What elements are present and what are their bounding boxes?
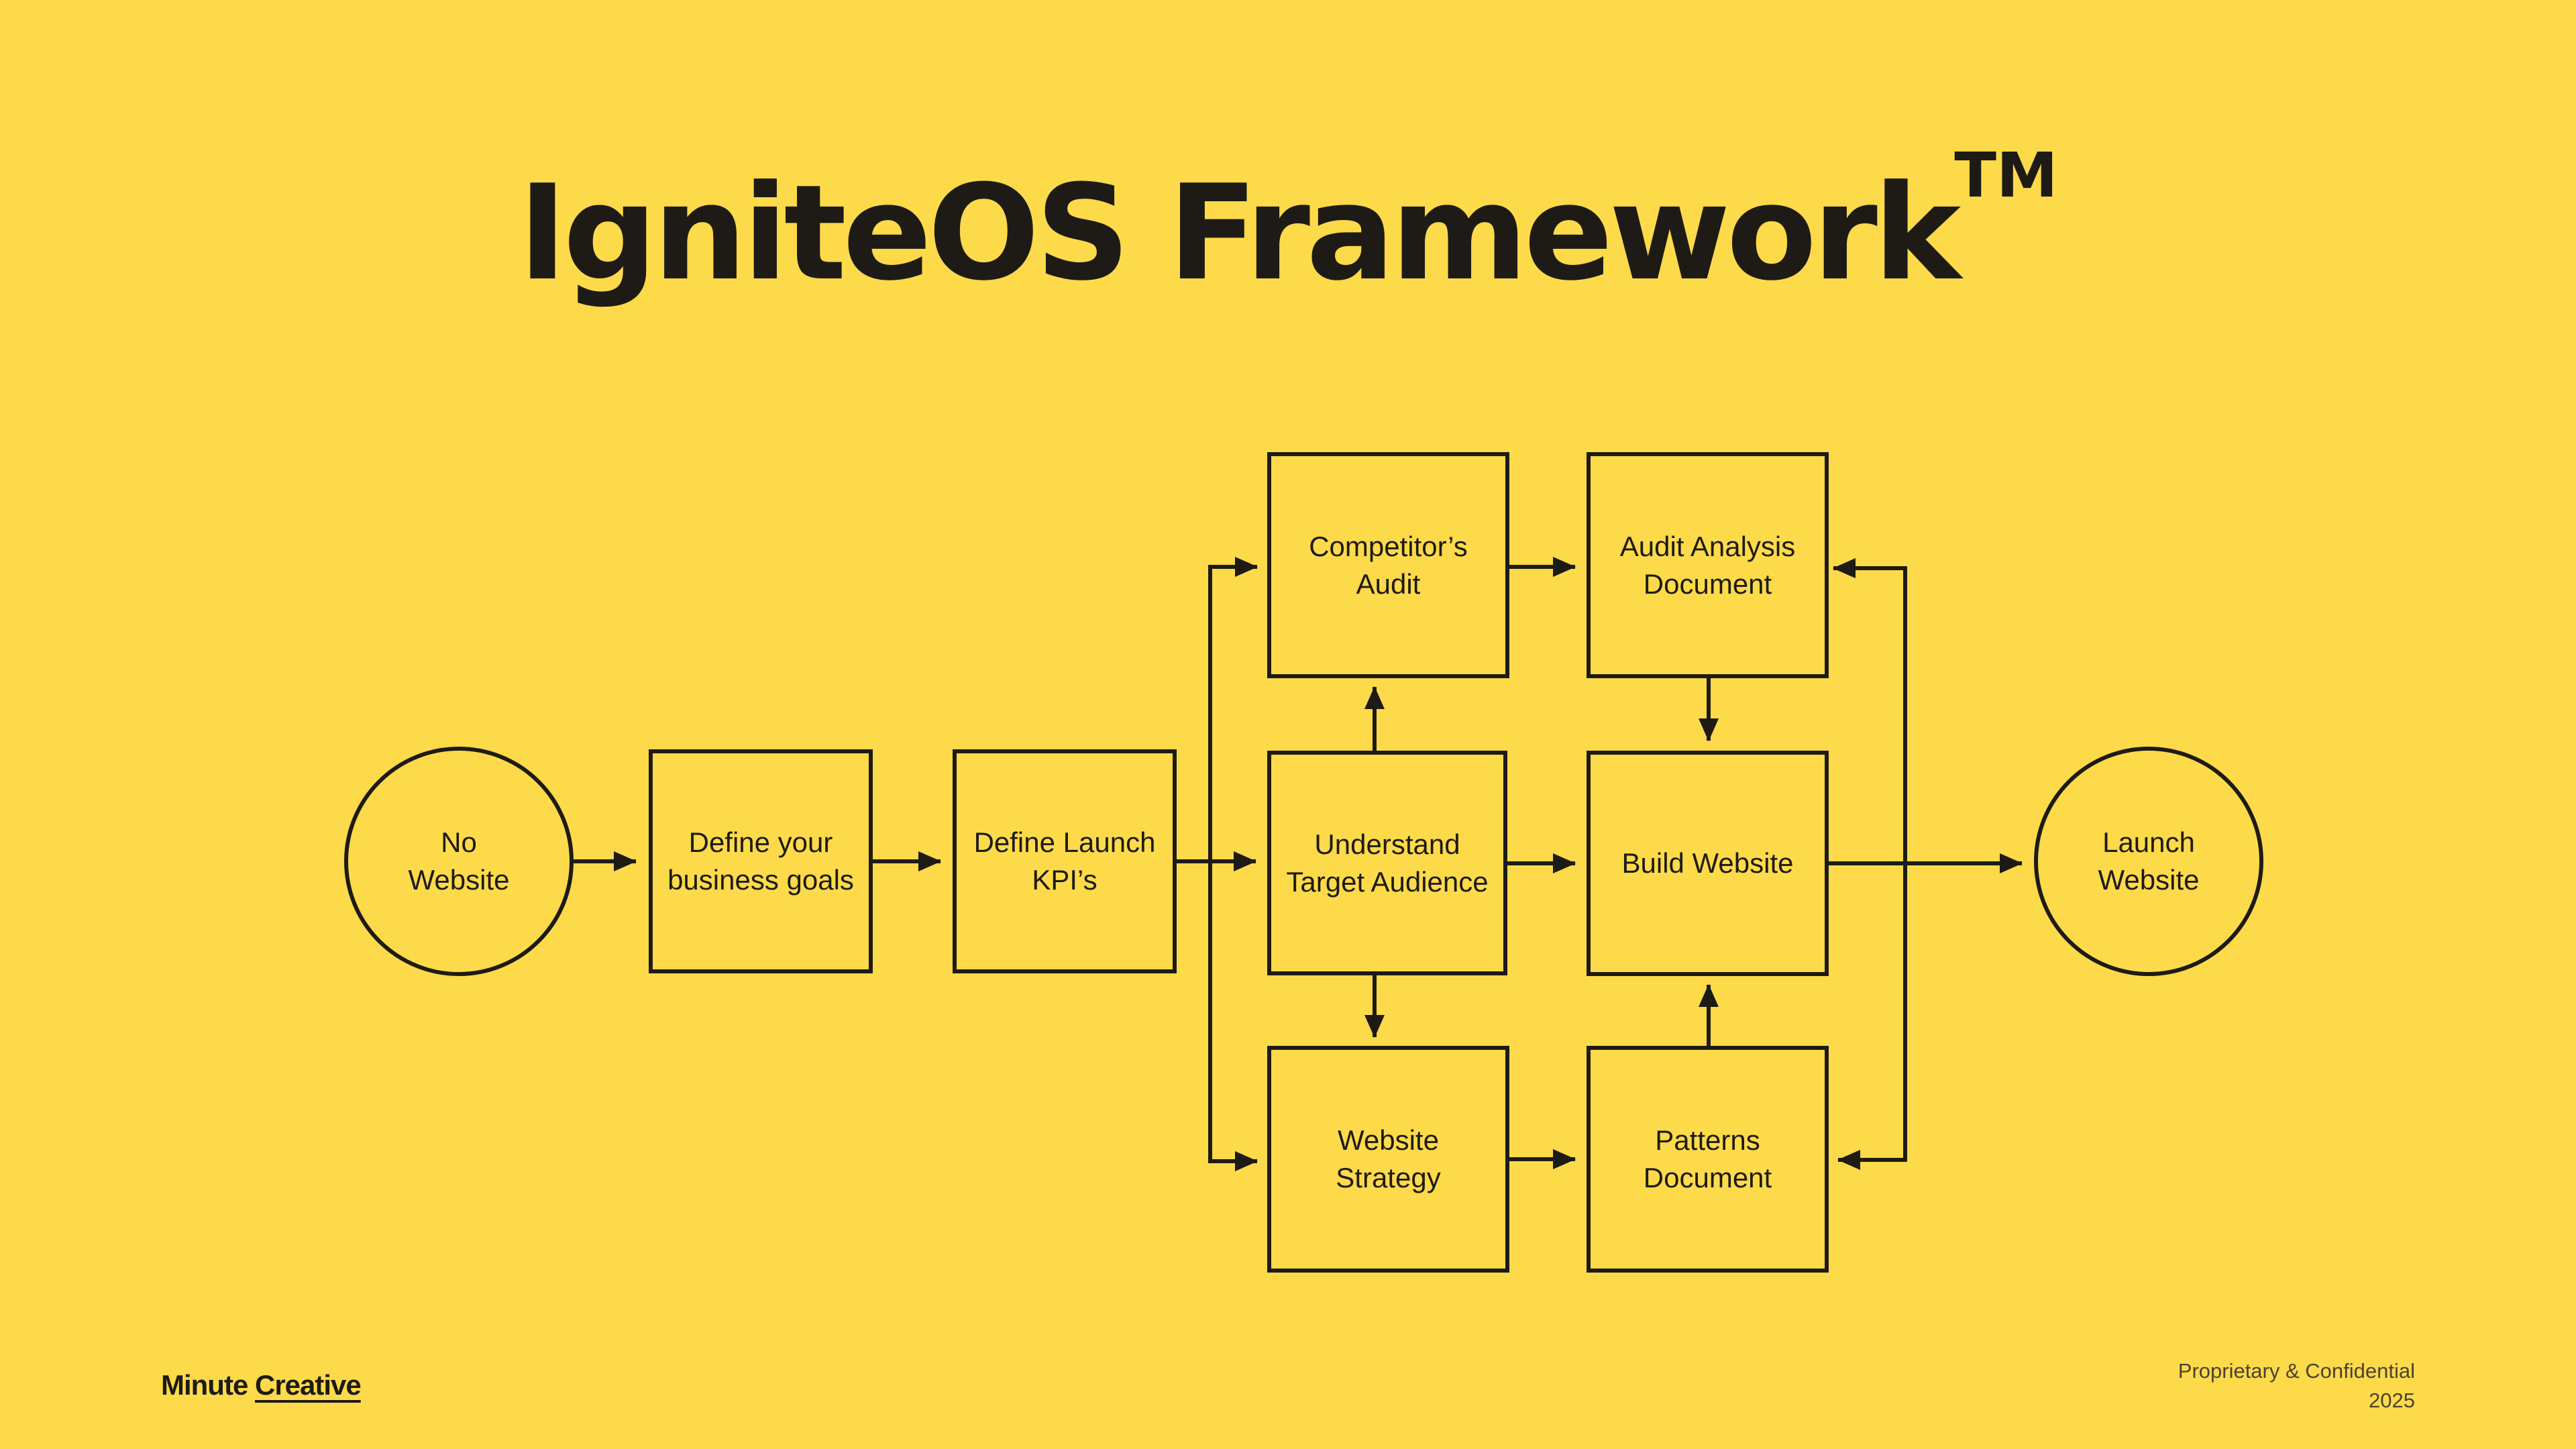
node-label-line1: Build Website	[1621, 847, 1794, 879]
node-label-line2: business goals	[667, 864, 854, 896]
node-label-line2: Strategy	[1336, 1162, 1441, 1193]
node-no-website: No Website	[346, 749, 572, 974]
trademark-symbol: TM	[1954, 140, 2058, 211]
node-label: No Website	[409, 824, 510, 899]
node-label-line1: Audit Analysis	[1619, 530, 1796, 562]
node-patterns-document: Patterns Document	[1589, 1048, 1827, 1271]
node-label-line1: Launch	[2102, 826, 2195, 858]
node-label: Define Launch KPI’s	[974, 824, 1156, 899]
node-label-line2: Target Audience	[1286, 865, 1489, 898]
node-label: Website Strategy	[1336, 1122, 1440, 1197]
node-competitor-audit: Competitor’s Audit	[1269, 454, 1507, 676]
node-launch-website: Launch Website	[2036, 749, 2261, 974]
node-label-line1: Competitor’s	[1309, 530, 1468, 562]
logo-word-creative: Creative	[254, 1369, 362, 1401]
node-label-line2: Website	[2098, 864, 2200, 896]
node-shape-launch-website	[2034, 747, 2263, 976]
node-label-line1: Patterns	[1655, 1124, 1760, 1156]
node-understand-target-audience: Understand Target Audience	[1269, 753, 1505, 973]
arrow-branch-to-website-strategy	[1208, 861, 1258, 1171]
footer-year: 2025	[2369, 1389, 2415, 1412]
node-label-line1: Understand	[1314, 828, 1460, 860]
arrow-feedback-to-patterns	[1837, 863, 1907, 1170]
arrow-feedback-to-audit-analysis	[1833, 558, 1907, 863]
node-label: Patterns Document	[1644, 1122, 1772, 1197]
brand-logo: Minute Creative	[161, 1368, 362, 1402]
title-text: IgniteOS Framework	[518, 157, 1961, 310]
node-label-line1: Website	[1338, 1124, 1439, 1156]
node-label-line2: Audit	[1356, 568, 1421, 600]
node-define-launch-kpis: Define Launch KPI’s	[955, 751, 1175, 971]
node-label: Audit Analysis Document	[1620, 528, 1795, 603]
node-label-line2: KPI’s	[1032, 864, 1097, 896]
node-define-business-goals: Define your business goals	[651, 751, 871, 971]
node-label-line2: Website	[408, 864, 510, 896]
node-label: Competitor’s Audit	[1309, 528, 1468, 603]
node-label-line2: Document	[1643, 568, 1772, 600]
logo-word-minute: Minute	[161, 1369, 248, 1401]
node-build-website: Build Website	[1589, 753, 1827, 974]
page-title: IgniteOS FrameworkTM	[0, 145, 2576, 300]
footer-notice: Proprietary & Confidential 2025	[2178, 1356, 2415, 1415]
node-label: Understand Target Audience	[1286, 826, 1488, 901]
node-label: Define your business goals	[667, 824, 854, 899]
node-website-strategy: Website Strategy	[1269, 1048, 1507, 1271]
node-audit-analysis-document: Audit Analysis Document	[1589, 454, 1827, 676]
node-label-line2: Document	[1643, 1162, 1772, 1193]
node-label: Launch Website	[2098, 824, 2200, 899]
confidential-label: Proprietary & Confidential	[2178, 1359, 2415, 1383]
arrow-branch-to-competitor-audit	[1208, 557, 1258, 861]
node-label-line1: No	[441, 826, 477, 858]
node-label-line1: Define your	[688, 826, 833, 858]
node-label-line1: Define Launch	[973, 826, 1156, 858]
node-label: Build Website	[1621, 845, 1793, 882]
